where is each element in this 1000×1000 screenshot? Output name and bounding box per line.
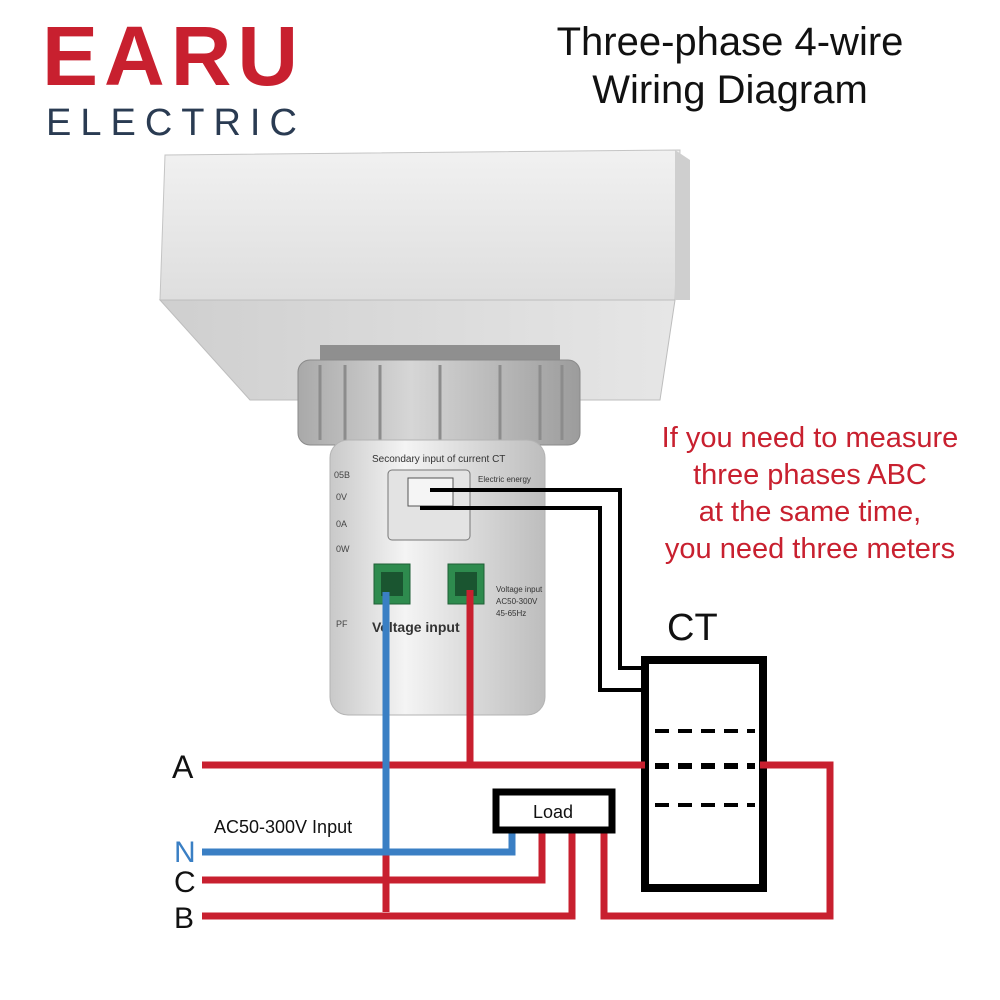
- voltage-spec-3: 45-65Hz: [496, 609, 526, 618]
- line-label-n: N: [174, 836, 196, 869]
- voltage-spec-2: AC50-300V: [496, 597, 538, 606]
- wire-n: [202, 830, 516, 856]
- side-text-1: 05B: [334, 470, 350, 480]
- ct-wire-inner: [420, 506, 645, 692]
- ct-wire-outer: [430, 488, 645, 670]
- load-label: Load: [533, 802, 573, 822]
- voltage-input-label: Voltage input: [372, 619, 460, 635]
- title-line-2: Wiring Diagram: [592, 68, 868, 112]
- line-label-c: C: [174, 866, 196, 899]
- side-spec-labels: 05B 0V 0A 0W PF: [334, 470, 350, 629]
- voltage-spec-1: Voltage input: [496, 585, 543, 594]
- wire-c: [202, 830, 546, 884]
- page-title: Three-phase 4-wire Wiring Diagram: [500, 18, 960, 114]
- load-box: [492, 788, 616, 834]
- note-line-1: If you need to measure: [661, 422, 959, 454]
- energy-label: Electric energy: [478, 475, 531, 484]
- note-line-4: you need three meters: [664, 533, 956, 566]
- side-text-5: PF: [336, 619, 348, 629]
- meter-housing-side: [675, 150, 690, 300]
- ct-transformer: CT: [641, 607, 767, 892]
- brand-tagline: ELECTRIC: [46, 102, 306, 144]
- meter-device: Secondary input of current CT Electric e…: [158, 149, 690, 716]
- input-voltage-label: AC50-300V Input: [214, 817, 352, 837]
- side-text-2: 0V: [336, 492, 347, 502]
- note-line-3: at the same time,: [698, 496, 922, 529]
- meter-mount-ring: [320, 345, 560, 363]
- title-line-1: Three-phase 4-wire: [556, 20, 904, 64]
- phase-wires: [202, 590, 834, 920]
- neutral-wire: [202, 592, 516, 856]
- meter-nut-ridges: [318, 365, 564, 440]
- ct-terminal-label: Secondary input of current CT: [372, 454, 505, 465]
- side-text-3: 0A: [336, 519, 347, 529]
- ct-box: [641, 656, 767, 892]
- note-line-2: three phases ABC: [693, 459, 927, 492]
- brand-logo: EARU: [42, 9, 305, 103]
- meter-housing-top: [159, 149, 681, 301]
- load-block: Load: [492, 788, 616, 834]
- ct-label: CT: [667, 607, 718, 649]
- measurement-note: If you need to measure three phases ABC …: [630, 420, 990, 568]
- side-text-4: 0W: [336, 544, 350, 554]
- ct-wires: [420, 488, 645, 692]
- wire-a-return: [600, 761, 834, 920]
- wire-b: [202, 830, 576, 920]
- line-label-a: A: [172, 749, 194, 785]
- line-label-b: B: [174, 902, 194, 935]
